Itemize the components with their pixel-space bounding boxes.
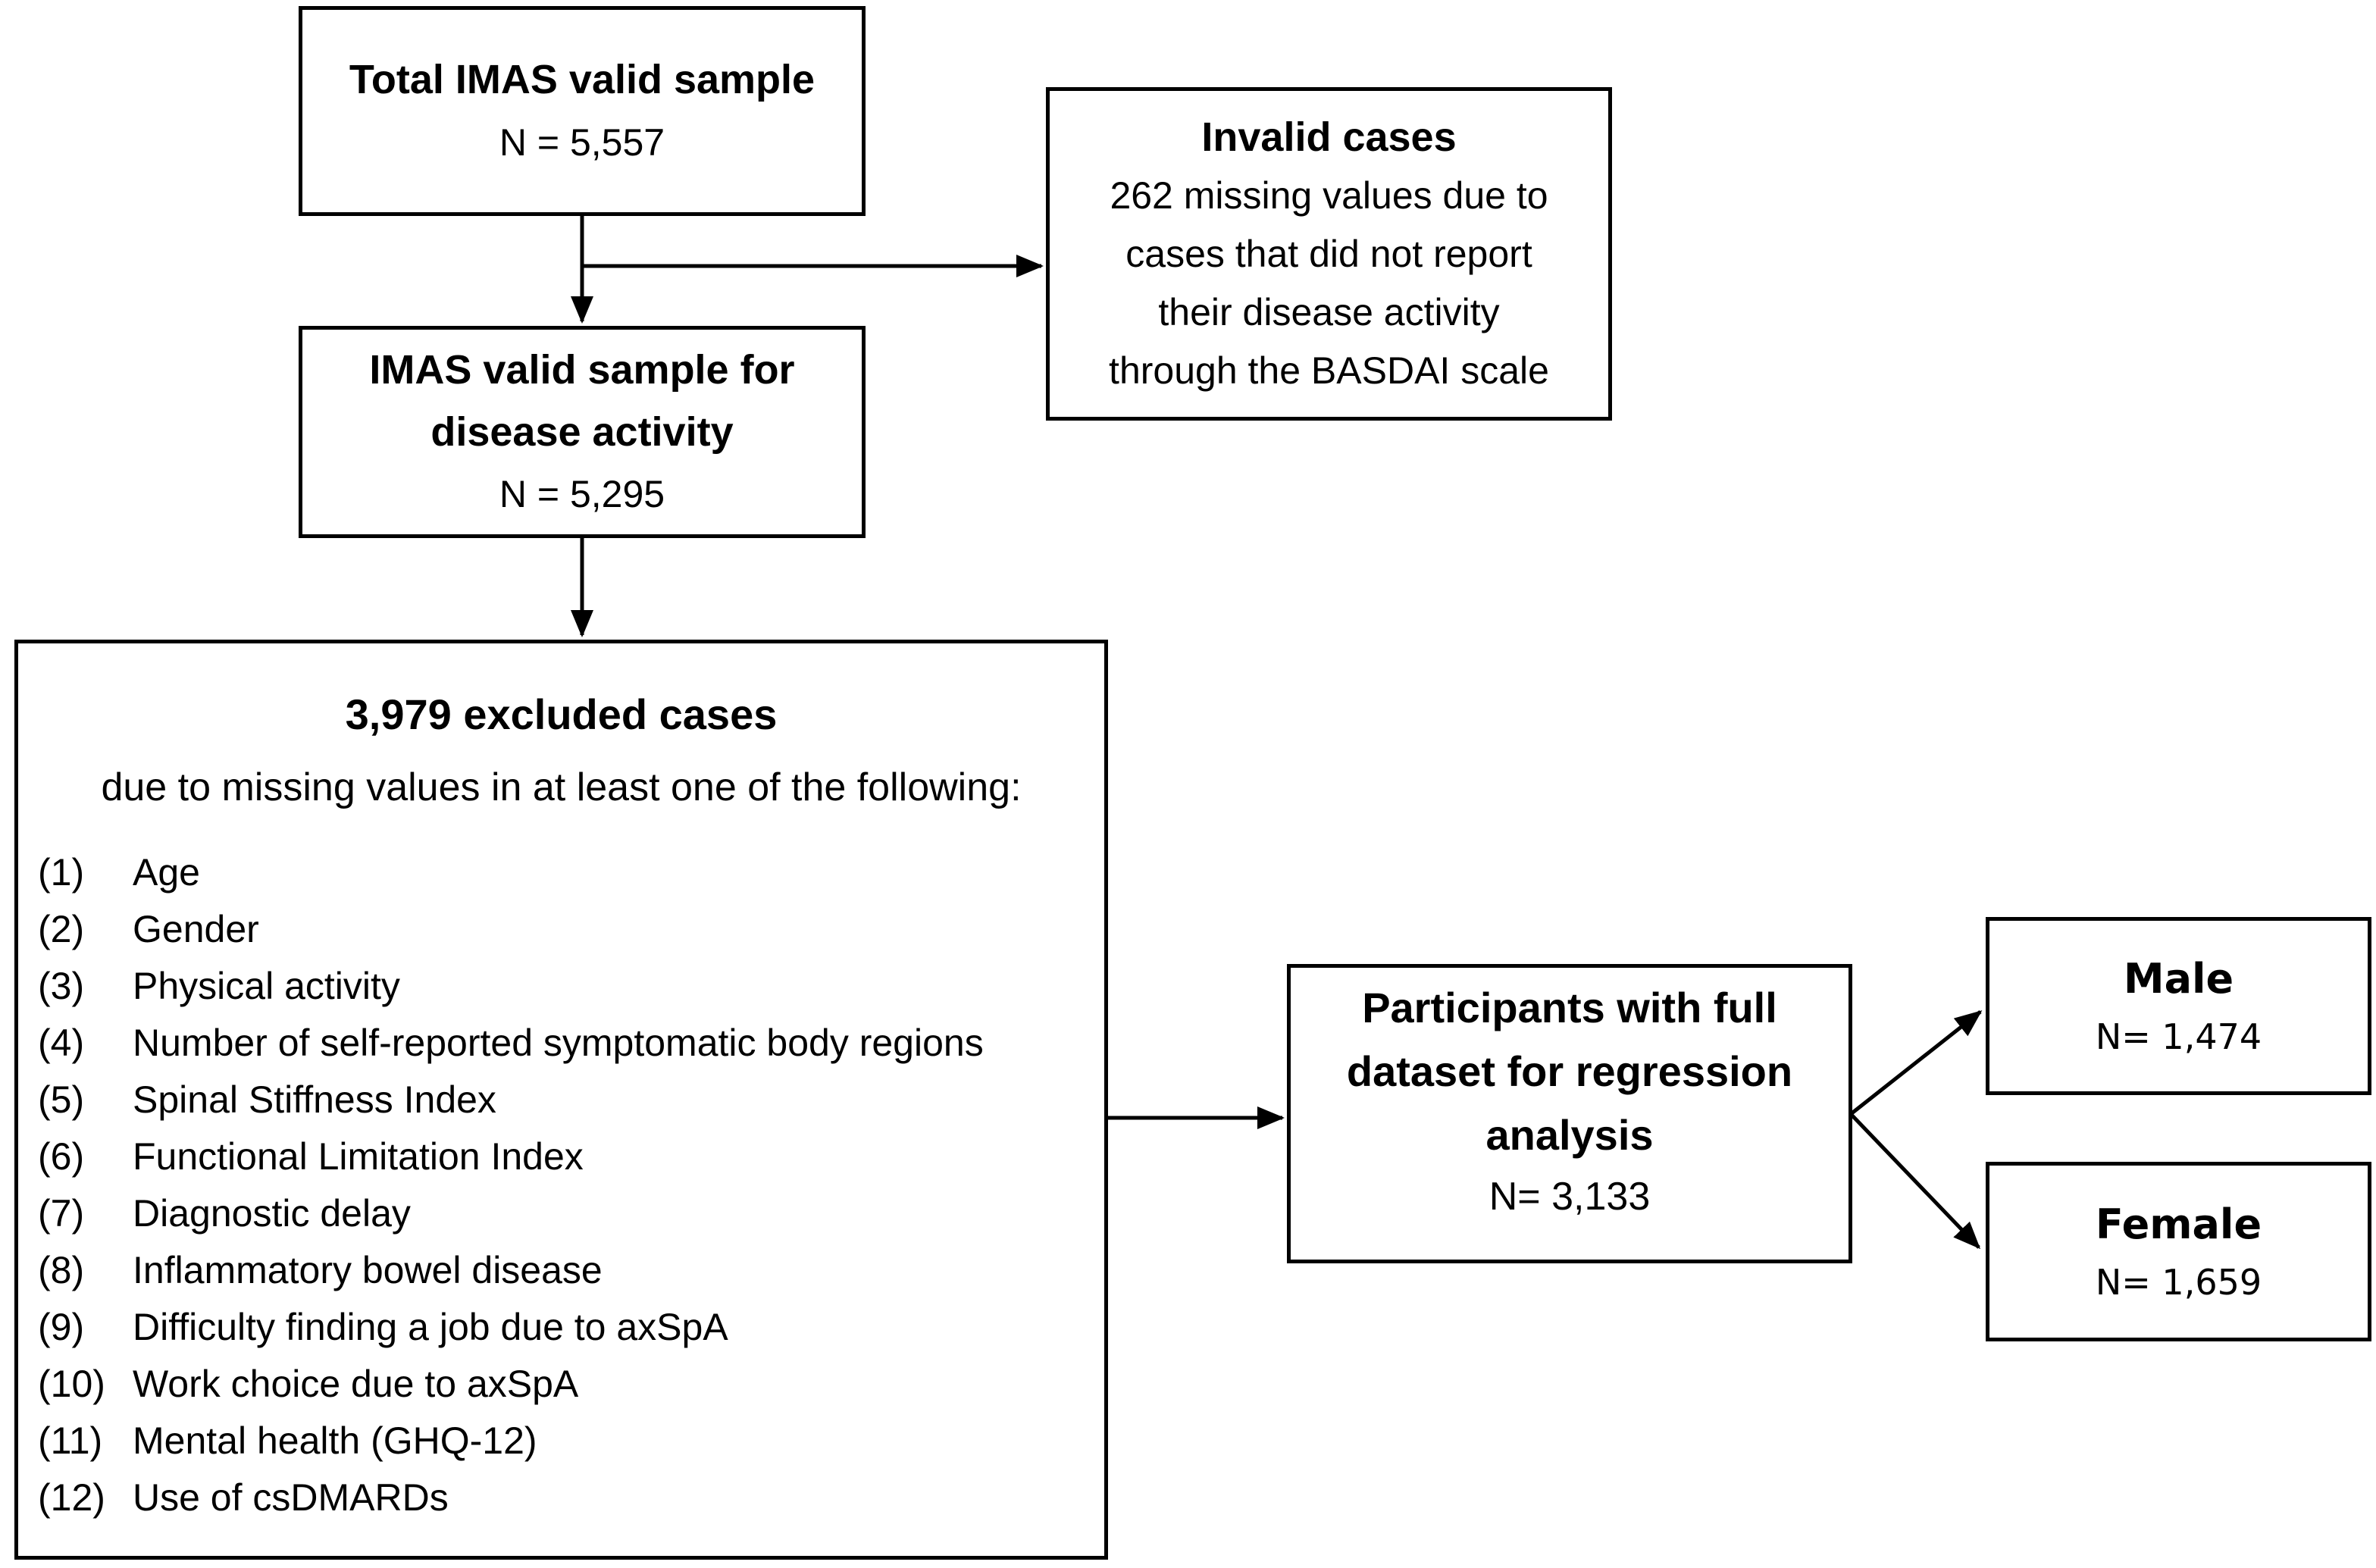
list-item-text: Number of self-reported symptomatic body… — [133, 1021, 984, 1064]
box-male-n-value: N= 1,474 — [2095, 1016, 2262, 1057]
box-excluded-title: 3,979 excluded cases — [345, 690, 778, 738]
box-female: Female N= 1,659 — [1986, 1162, 2371, 1341]
list-item-text: Physical activity — [133, 964, 400, 1007]
box-disease-n-value: N = 5,295 — [499, 473, 665, 515]
box-excluded-cases: 3,979 excluded cases due to missing valu… — [14, 640, 1108, 1560]
list-item-number: (10) — [38, 1362, 105, 1405]
box-invalid-cases: Invalid cases 262 missing values due to … — [1046, 87, 1612, 421]
list-item-text: Spinal Stiffness Index — [133, 1078, 496, 1121]
list-item-number: (5) — [38, 1078, 85, 1121]
list-item: (11) Mental health (GHQ-12) — [38, 1412, 1093, 1469]
arrow-full-dataset-to-male — [1849, 1010, 1983, 1116]
list-item: (3) Physical activity — [38, 957, 1093, 1014]
box-invalid-text-line: 262 missing values due to — [1110, 174, 1548, 217]
list-item: (10) Work choice due to axSpA — [38, 1355, 1093, 1412]
list-item-number: (3) — [38, 964, 85, 1007]
list-item-text: Difficulty finding a job due to axSpA — [133, 1305, 728, 1348]
list-item-number: (9) — [38, 1305, 85, 1348]
box-total-imas-sample: Total IMAS valid sample N = 5,557 — [299, 6, 866, 216]
list-item: (6) Functional Limitation Index — [38, 1128, 1093, 1185]
list-item: (2) Gender — [38, 900, 1093, 957]
list-item-number: (2) — [38, 907, 85, 950]
box-invalid-text-line: cases that did not report — [1125, 232, 1532, 275]
list-item-number: (12) — [38, 1476, 105, 1519]
box-invalid-text-line: through the BASDAI scale — [1109, 349, 1549, 392]
list-item-text: Gender — [133, 907, 259, 950]
list-item: (8) Inflammatory bowel disease — [38, 1241, 1093, 1298]
list-item-text: Mental health (GHQ-12) — [133, 1419, 537, 1462]
list-item: (7) Diagnostic delay — [38, 1185, 1093, 1241]
box-male-title: Male — [2123, 954, 2234, 1003]
list-item-number: (1) — [38, 850, 85, 894]
box-participants-title-line: dataset for regression — [1346, 1047, 1793, 1095]
list-item-text: Diagnostic delay — [133, 1191, 411, 1235]
list-item-text: Use of csDMARDs — [133, 1476, 449, 1519]
box-disease-title-line: disease activity — [430, 409, 734, 455]
box-participants-title-line: Participants with full — [1362, 984, 1777, 1031]
excluded-criteria-list: (1) Age (2) Gender (3) Physical activity… — [38, 843, 1093, 1526]
box-disease-title-line: IMAS valid sample for — [369, 347, 795, 393]
list-item-text: Age — [133, 850, 200, 894]
list-item-number: (8) — [38, 1248, 85, 1291]
list-item-text: Functional Limitation Index — [133, 1135, 584, 1178]
box-total-title: Total IMAS valid sample — [349, 56, 815, 102]
list-item-number: (11) — [38, 1419, 103, 1462]
list-item-number: (6) — [38, 1135, 85, 1178]
list-item-text: Work choice due to axSpA — [133, 1362, 579, 1405]
box-female-title: Female — [2095, 1200, 2262, 1248]
list-item-number: (7) — [38, 1191, 85, 1235]
list-item-number: (4) — [38, 1021, 85, 1064]
list-item: (4) Number of self-reported symptomatic … — [38, 1014, 1093, 1071]
box-full-dataset-participants: Participants with full dataset for regre… — [1287, 964, 1852, 1263]
box-male: Male N= 1,474 — [1986, 917, 2371, 1095]
box-participants-n-value: N= 3,133 — [1489, 1175, 1651, 1219]
list-item: (12) Use of csDMARDs — [38, 1469, 1093, 1526]
box-disease-activity-sample: IMAS valid sample for disease activity N… — [299, 326, 866, 538]
box-participants-title-line: analysis — [1485, 1111, 1654, 1159]
list-item: (5) Spinal Stiffness Index — [38, 1071, 1093, 1128]
box-invalid-text-line: their disease activity — [1158, 290, 1500, 333]
list-item: (1) Age — [38, 843, 1093, 900]
box-total-n-value: N = 5,557 — [499, 120, 665, 164]
box-invalid-title: Invalid cases — [1201, 114, 1457, 160]
list-item: (9) Difficulty finding a job due to axSp… — [38, 1298, 1093, 1355]
list-item-text: Inflammatory bowel disease — [133, 1248, 603, 1291]
box-excluded-subtitle: due to missing values in at least one of… — [101, 765, 1022, 809]
box-female-n-value: N= 1,659 — [2095, 1261, 2262, 1303]
arrow-full-dataset-to-female — [1849, 1113, 1981, 1250]
